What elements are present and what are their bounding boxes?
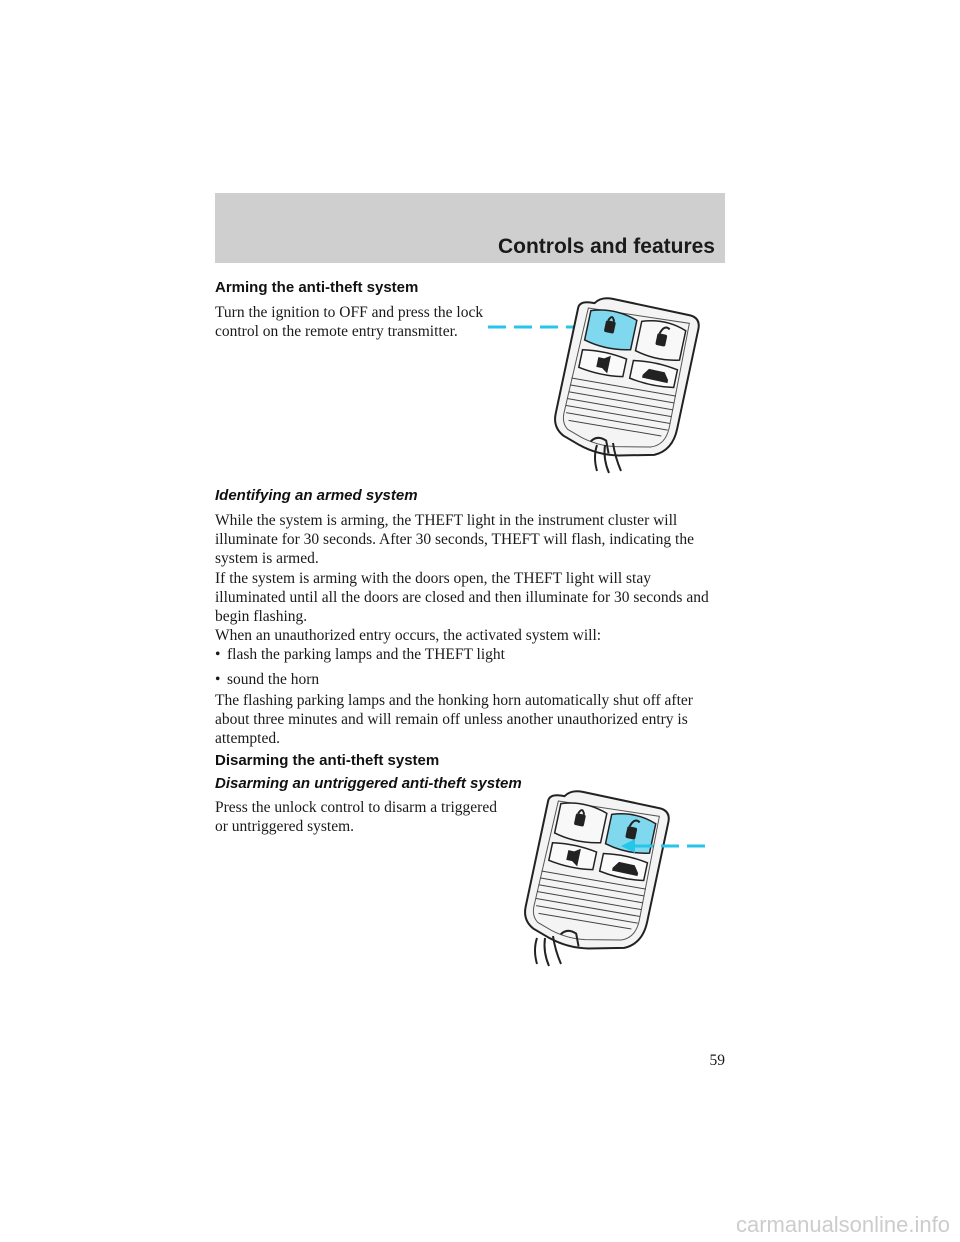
watermark: carmanualsonline.info xyxy=(735,1212,950,1237)
identifying-heading: Identifying an armed system xyxy=(215,487,418,504)
section-title: Controls and features xyxy=(497,235,715,258)
bullet-item: • sound the horn xyxy=(215,670,319,689)
identifying-paragraph-1: While the system is arming, the THEFT li… xyxy=(215,512,694,567)
remote-key-fob-icon xyxy=(524,790,707,967)
arming-heading: Arming the anti-theft system xyxy=(215,279,419,296)
bullet-item: • flash the parking lamps and the THEFT l… xyxy=(215,645,505,664)
identifying-paragraph-4: The flashing parking lamps and the honki… xyxy=(215,692,693,747)
disarming-heading: Disarming the anti-theft system xyxy=(215,752,440,769)
identifying-paragraph-3: When an unauthorized entry occurs, the a… xyxy=(215,627,602,644)
arming-text: Turn the ignition to OFF and press the l… xyxy=(215,304,484,340)
bullet-symbol: • xyxy=(215,671,221,688)
section-header-band: Controls and features xyxy=(215,193,725,263)
fob-bottom-arrow-icon xyxy=(621,839,707,853)
bullet-text: flash the parking lamps and the THEFT li… xyxy=(227,646,505,663)
bullet-text: sound the horn xyxy=(227,671,320,688)
disarming-text: Press the unlock control to disarm a tri… xyxy=(215,799,497,835)
remote-key-fob-icon xyxy=(488,297,700,474)
identifying-paragraph-2: If the system is arming with the doors o… xyxy=(215,570,709,625)
page-number: 59 xyxy=(709,1052,726,1069)
bullet-symbol: • xyxy=(215,646,221,663)
disarming-subheading: Disarming an untriggered anti-theft syst… xyxy=(215,775,522,792)
